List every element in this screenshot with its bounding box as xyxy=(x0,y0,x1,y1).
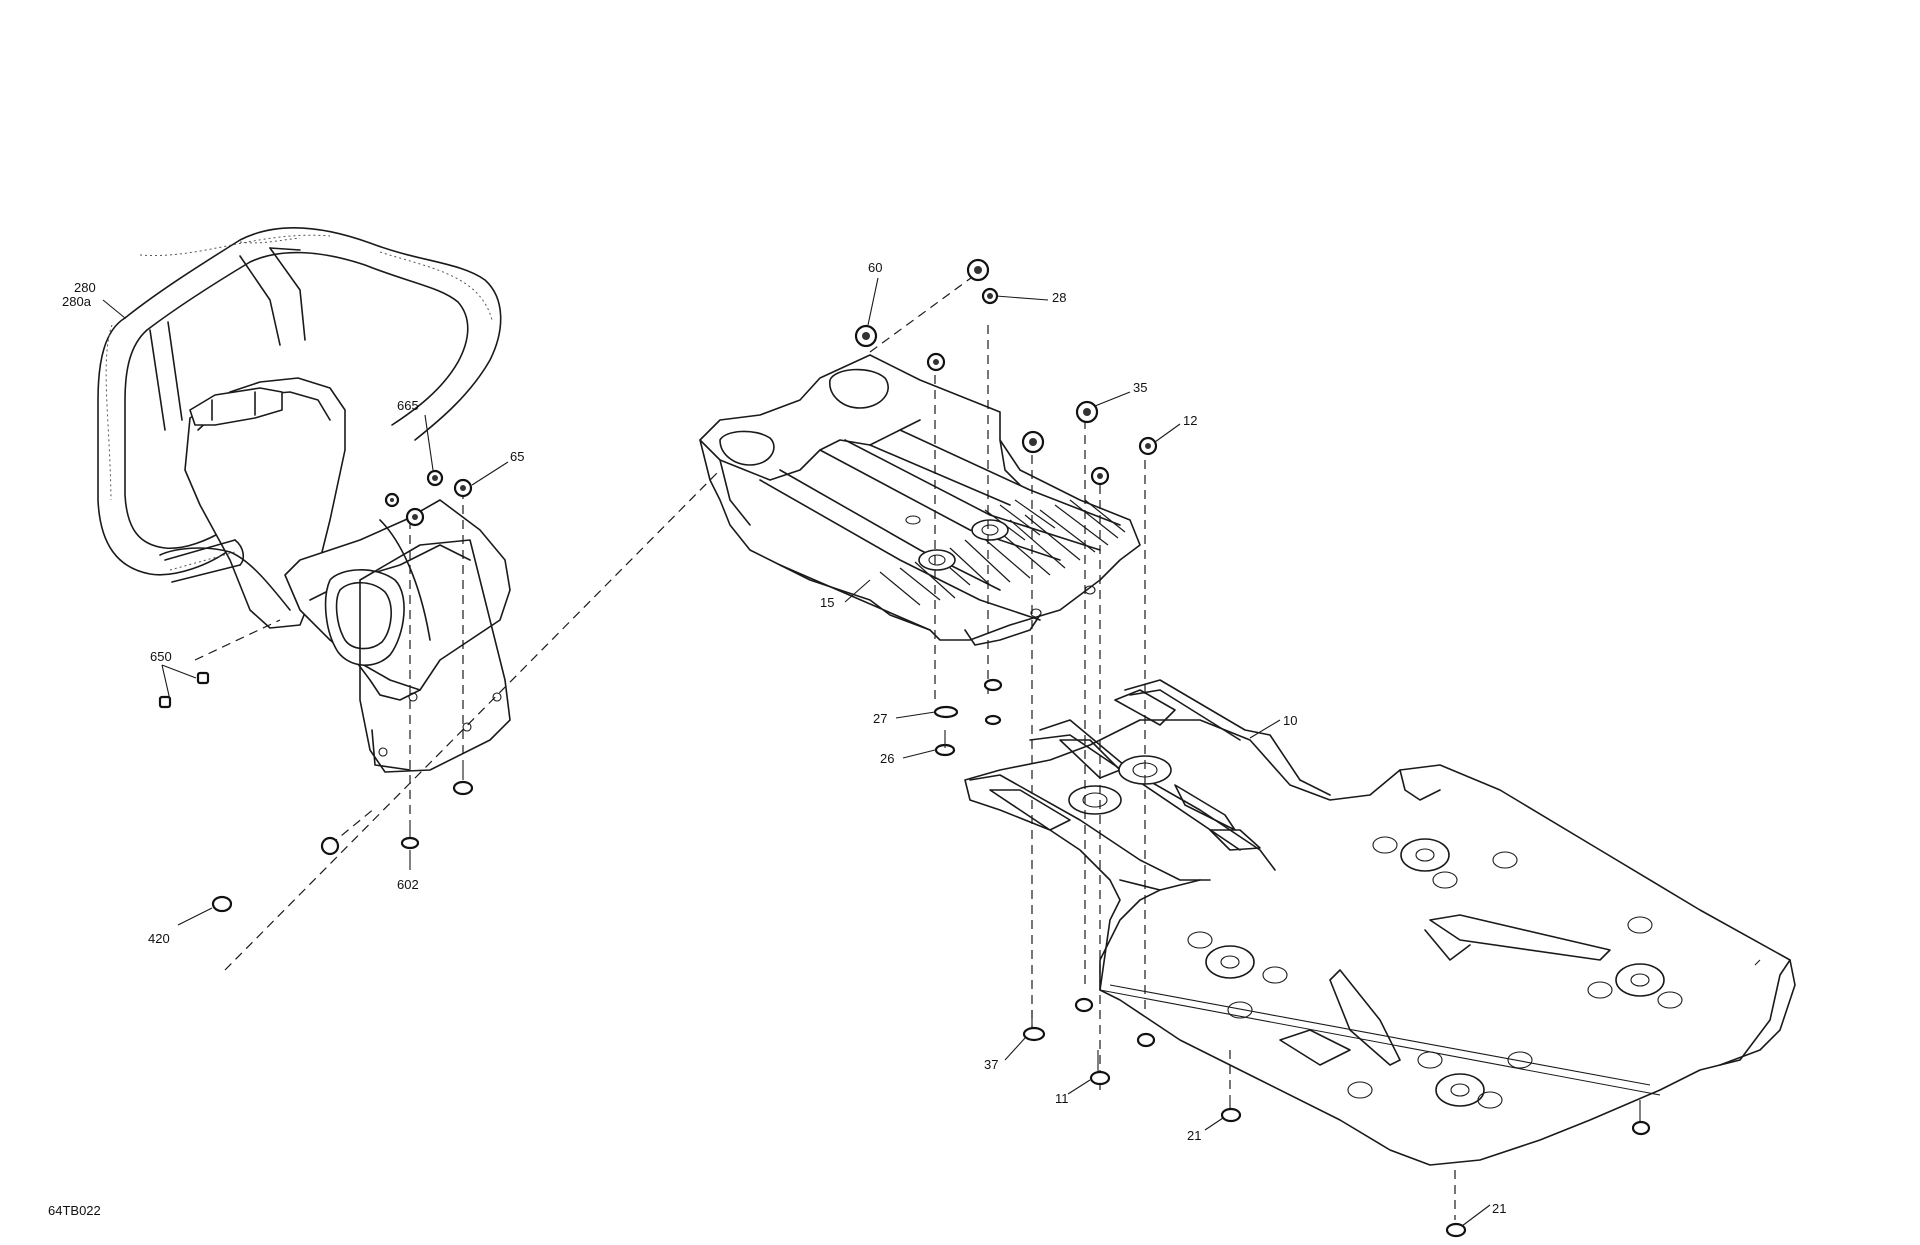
callout-650: 650 xyxy=(150,649,172,664)
nut-28 xyxy=(981,287,999,305)
nut-c xyxy=(1090,466,1110,486)
callout-420: 420 xyxy=(148,931,170,946)
bumper-handle-assembly xyxy=(97,227,511,773)
bolt-420 xyxy=(211,836,340,913)
callout-665: 665 xyxy=(397,398,419,413)
callout-15: 15 xyxy=(820,595,834,610)
callout-60: 60 xyxy=(868,260,882,275)
callout-35: 35 xyxy=(1133,380,1147,395)
callout-65: 65 xyxy=(510,449,524,464)
bolt-11 xyxy=(1089,1050,1111,1086)
bolt-mid xyxy=(1074,997,1156,1048)
callout-labels: 280 280a 665 65 650 602 420 60 28 35 12 … xyxy=(48,260,1506,1218)
callout-12: 12 xyxy=(1183,413,1197,428)
leader-lines xyxy=(102,277,1491,1227)
nut-d xyxy=(405,507,425,527)
nut-665 xyxy=(426,469,444,487)
bolt-37 xyxy=(1022,1010,1046,1042)
bolt-under-65 xyxy=(452,760,474,796)
nut-12 xyxy=(1138,436,1158,456)
callout-28: 28 xyxy=(1052,290,1066,305)
callout-21a: 21 xyxy=(1187,1128,1201,1143)
callout-280: 280 xyxy=(74,280,96,295)
nut-e xyxy=(384,492,400,508)
bolt-21a xyxy=(1220,1095,1242,1123)
callout-21b: 21 xyxy=(1492,1201,1506,1216)
skid-plate-lower xyxy=(964,679,1796,1166)
washer-26 xyxy=(934,730,956,757)
clip-650b xyxy=(158,695,172,709)
skid-plate-upper xyxy=(699,354,1141,646)
nut-60b xyxy=(966,258,990,282)
nut-60a xyxy=(854,324,878,348)
figure-code: 64TB022 xyxy=(48,1203,101,1218)
callout-26: 26 xyxy=(880,751,894,766)
nut-65 xyxy=(453,478,473,498)
nut-35 xyxy=(1075,400,1099,424)
callout-27: 27 xyxy=(873,711,887,726)
hardware xyxy=(158,258,1651,1238)
bolt-21b xyxy=(1631,1100,1651,1136)
assembly-lines xyxy=(194,274,1456,1220)
callout-10: 10 xyxy=(1283,713,1297,728)
bolt-602 xyxy=(400,820,420,850)
nut-a xyxy=(926,352,946,372)
washer-27 xyxy=(933,705,959,719)
washer-mid xyxy=(983,678,1003,726)
callout-37: 37 xyxy=(984,1057,998,1072)
nut-b xyxy=(1021,430,1045,454)
clip-650a xyxy=(196,671,210,685)
callout-280a: 280a xyxy=(62,294,92,309)
callout-602: 602 xyxy=(397,877,419,892)
bolt-21c xyxy=(1445,1222,1467,1238)
callout-11: 11 xyxy=(1055,1091,1069,1106)
